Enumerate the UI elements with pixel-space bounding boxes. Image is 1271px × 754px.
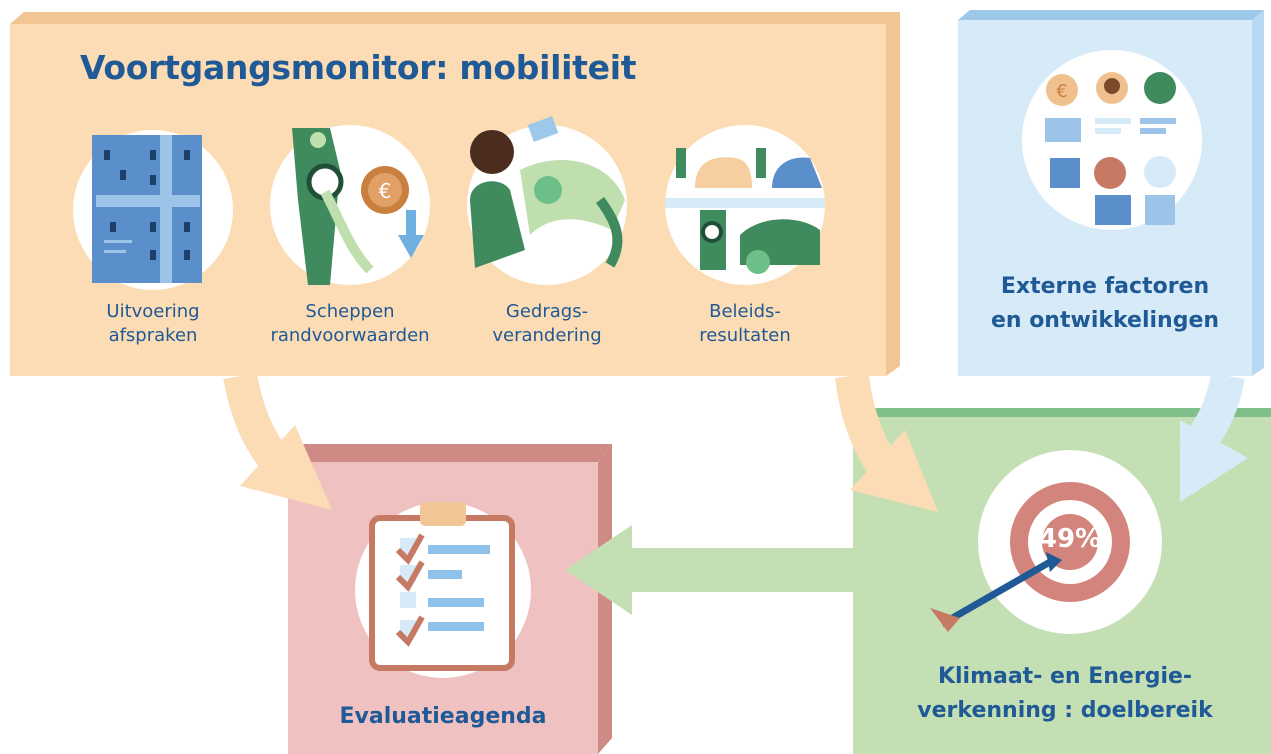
svg-text:€: € xyxy=(1056,81,1067,102)
kev-line2: verkenning : doelbereik xyxy=(917,698,1213,723)
label-gedragsverandering: Gedrags- verandering xyxy=(467,300,627,348)
label-line1: Uitvoering xyxy=(106,301,200,322)
label-line2: randvoorwaarden xyxy=(270,325,430,346)
external-line2: en ontwikkelingen xyxy=(990,308,1220,333)
beleidsresultaten-illustration xyxy=(665,125,825,285)
label-uitvoering-afspraken: Uitvoering afspraken xyxy=(73,300,233,348)
scheppen-randvoorwaarden-illustration: € xyxy=(270,125,430,285)
evaluation-label: Evaluatieagenda xyxy=(288,700,598,734)
label-beleidsresultaten: Beleids- resultaten xyxy=(665,300,825,348)
label-line2: verandering xyxy=(492,325,602,346)
arrow-external-to-kev xyxy=(1178,372,1248,502)
label-line2: resultaten xyxy=(699,325,791,346)
external-factors-label: Externe factoren en ontwikkelingen xyxy=(958,270,1252,338)
external-line1: Externe factoren xyxy=(1000,274,1210,299)
arrow-monitor-to-kev xyxy=(835,373,938,512)
label-line2: afspraken xyxy=(108,325,198,346)
target-illustration xyxy=(930,450,1162,634)
gedragsverandering-illustration xyxy=(467,116,627,285)
external-factors-illustration: € xyxy=(1022,50,1202,230)
uitvoering-afspraken-illustration xyxy=(73,130,233,290)
label-scheppen-randvoorwaarden: Scheppen randvoorwaarden xyxy=(270,300,430,348)
label-line1: Scheppen xyxy=(305,301,395,322)
label-line1: Gedrags- xyxy=(505,301,589,322)
evaluation-text: Evaluatieagenda xyxy=(339,704,547,729)
svg-text:€: € xyxy=(379,179,392,203)
kev-line1: Klimaat- en Energie- xyxy=(937,664,1193,689)
kev-label: Klimaat- en Energie- verkenning : doelbe… xyxy=(870,660,1260,728)
clipboard-illustration xyxy=(355,502,531,678)
target-percentage: 49% xyxy=(1038,524,1102,554)
arrow-kev-to-evaluation xyxy=(565,525,855,615)
monitor-title: Voortgangsmonitor: mobiliteit xyxy=(80,48,637,87)
label-line1: Beleids- xyxy=(709,301,781,322)
arrow-monitor-to-evaluation xyxy=(223,372,332,510)
